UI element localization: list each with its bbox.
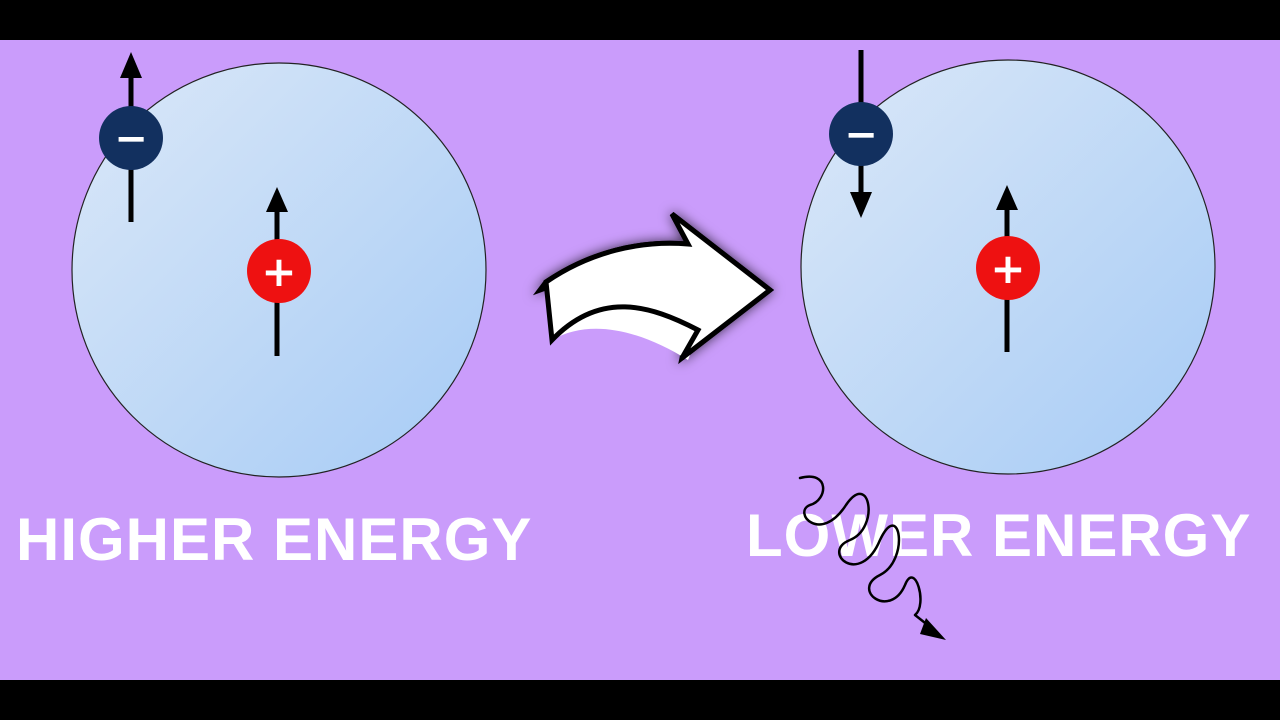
left-atom: − + <box>71 52 487 478</box>
left-proton-arrowhead-icon <box>266 187 288 212</box>
left-electron-arrowhead-icon <box>120 52 142 78</box>
right-proton-arrowhead-icon <box>996 185 1018 210</box>
left-proton <box>247 239 311 303</box>
arrow-outline <box>543 212 775 360</box>
right-proton <box>976 236 1040 300</box>
left-electron <box>99 106 163 170</box>
bottom-letterbox <box>0 680 1280 720</box>
left-caption: HIGHER ENERGY <box>16 506 532 573</box>
right-proton-sign: + <box>990 244 1025 293</box>
right-caption: LOWER ENERGY <box>746 502 1251 569</box>
wavy-photon-arrow-icon <box>798 475 946 640</box>
right-atom: − + <box>800 50 1216 475</box>
photon-arrowhead-icon <box>920 618 946 640</box>
left-electron-sign: − <box>114 116 148 162</box>
right-electron-sign: − <box>844 112 878 158</box>
top-letterbox <box>0 0 1280 40</box>
right-electron-arrowhead-icon <box>850 192 872 218</box>
left-proton-sign: + <box>261 247 296 296</box>
right-electron <box>829 102 893 166</box>
